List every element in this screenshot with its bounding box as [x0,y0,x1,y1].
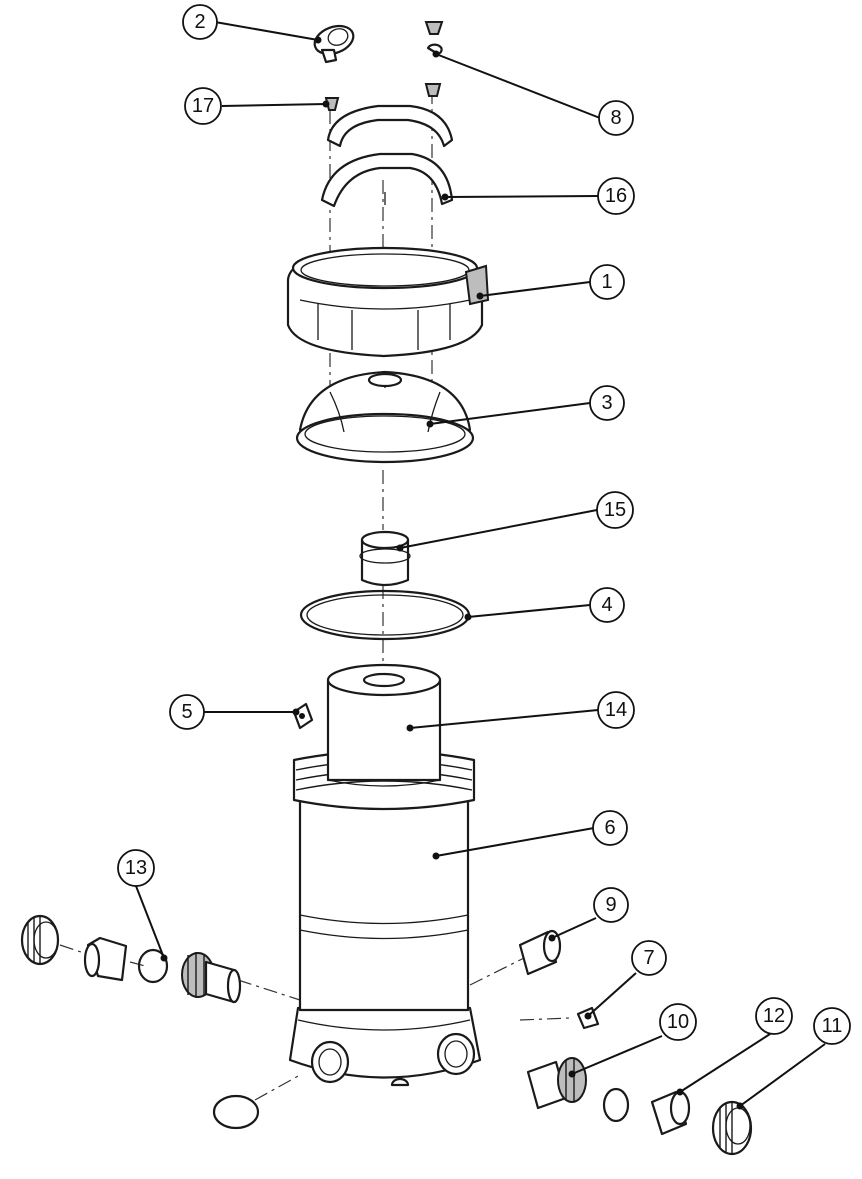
callout-8: 8 [598,100,634,136]
callout-2-label: 2 [194,11,205,33]
right-o-ring [602,1087,630,1123]
part-9-bushing [518,929,562,976]
part-8-cap [424,21,444,56]
callout-15: 15 [596,491,634,529]
callout-9-label: 9 [605,894,616,916]
callout-5-label: 5 [181,701,192,723]
part-10-adapter [526,1057,587,1110]
part-12-tailpiece [650,1090,691,1136]
callout-4-label: 4 [601,594,612,616]
part-11-union-nut [711,1100,753,1156]
callout-3-label: 3 [601,392,612,414]
drain-cap [212,1094,260,1130]
callout-9: 9 [593,887,629,923]
callout-16: 16 [597,177,635,215]
callout-14: 14 [597,691,635,729]
callout-12: 12 [755,997,793,1035]
callout-7: 7 [631,940,667,976]
callout-3: 3 [589,385,625,421]
part-6-tank-body [288,749,482,1087]
callout-6: 6 [592,810,628,846]
callout-15-label: 15 [604,499,626,521]
callout-7-label: 7 [643,947,654,969]
callout-11-label: 11 [822,1015,843,1037]
part-1-lock-ring [286,246,490,358]
callout-13-label: 13 [125,857,147,879]
callout-2: 2 [182,4,218,40]
part-2-knob [313,24,355,64]
left-tailpiece [83,936,128,982]
callout-11: 11 [813,1007,851,1045]
callout-10-label: 10 [667,1011,689,1033]
part-15-adapter [359,530,411,587]
callout-1: 1 [589,264,625,300]
callout-14-label: 14 [605,699,627,721]
left-union-nut [20,914,60,966]
callout-6-label: 6 [604,817,615,839]
callout-8-label: 8 [610,107,621,129]
callout-10: 10 [659,1003,697,1041]
callout-17: 17 [184,87,222,125]
left-adapter [181,952,242,1004]
part-14-cartridge [326,663,442,787]
callout-12-label: 12 [763,1005,785,1027]
part-4-o-ring [299,589,471,641]
callout-16-label: 16 [605,185,627,207]
leader-lines [135,21,826,1110]
callout-13: 13 [117,849,155,887]
part-13-o-ring [137,948,169,984]
part-16-handle [320,104,454,208]
part-5-valve [292,702,314,730]
callout-4: 4 [589,587,625,623]
callout-1-label: 1 [601,271,612,293]
part-3-dome-lid [295,370,475,464]
callout-5: 5 [169,694,205,730]
callout-17-label: 17 [192,95,214,117]
